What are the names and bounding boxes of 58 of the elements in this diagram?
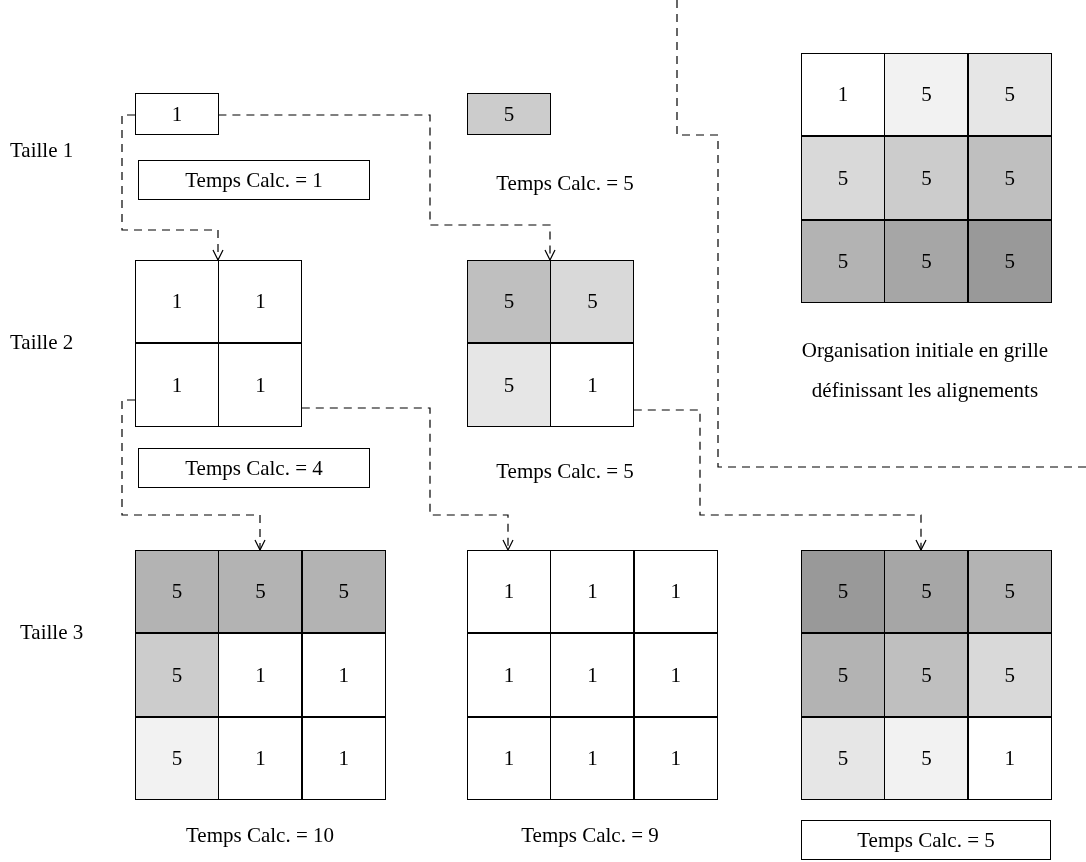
- number-cell: 5: [801, 716, 885, 801]
- grid: [801, 550, 1052, 801]
- number-cell: 1: [550, 716, 635, 801]
- number-cell: 5: [884, 219, 969, 304]
- number-cell: 5: [467, 343, 551, 427]
- result-box: Temps Calc. = 4: [138, 448, 370, 488]
- number-cell: 5: [135, 716, 219, 801]
- arrow: [217, 114, 556, 261]
- number-cell: 5: [884, 53, 969, 137]
- number-cell: 5: [884, 716, 969, 801]
- arrow: [633, 409, 927, 551]
- number-cell: 5: [467, 260, 551, 344]
- time-label: Temps Calc. = 5: [495, 458, 635, 485]
- number-cell: 5: [550, 260, 635, 344]
- arrow: [301, 407, 514, 551]
- number-cell: 5: [801, 219, 885, 304]
- number-cell: 1: [301, 716, 386, 801]
- number-cell: 5: [801, 550, 885, 634]
- time-label: Temps Calc. = 10: [185, 822, 335, 849]
- number-cell: 1: [218, 633, 303, 717]
- grid: [467, 260, 634, 427]
- time-label: Temps Calc. = 5: [495, 170, 635, 197]
- number-cell: 5: [301, 550, 386, 634]
- number-cell: 5: [884, 633, 969, 717]
- number-cell: 1: [301, 633, 386, 717]
- number-cell: 5: [967, 550, 1052, 634]
- number-cell: 5: [135, 550, 219, 634]
- grid: [801, 53, 1052, 304]
- number-cell: 5: [967, 136, 1052, 220]
- number-cell: 5: [467, 93, 551, 135]
- number-cell: 1: [633, 633, 718, 717]
- number-cell: 1: [550, 550, 635, 634]
- number-cell: 5: [967, 219, 1052, 304]
- number-cell: 5: [801, 136, 885, 220]
- result-box: Temps Calc. = 1: [138, 160, 370, 200]
- number-cell: 5: [884, 136, 969, 220]
- number-cell: 1: [633, 716, 718, 801]
- row-label: Taille 3: [20, 620, 84, 645]
- row-label: Taille 2: [10, 330, 74, 355]
- number-cell: 1: [550, 633, 635, 717]
- number-cell: 5: [218, 550, 303, 634]
- number-cell: 5: [884, 550, 969, 634]
- grid: [135, 550, 386, 801]
- arrow: [121, 114, 224, 261]
- number-cell: 5: [967, 53, 1052, 137]
- result-box: Temps Calc. = 5: [801, 820, 1051, 860]
- description-text: Organisation initiale en grille définissant les alignements: [800, 337, 1050, 404]
- number-cell: 1: [633, 550, 718, 634]
- arrow: [121, 399, 266, 551]
- number-cell: 5: [801, 633, 885, 717]
- number-cell: 1: [967, 716, 1052, 801]
- row-label: Taille 1: [10, 138, 74, 163]
- grid: [467, 550, 718, 801]
- time-label: Temps Calc. = 9: [520, 822, 660, 849]
- number-cell: 5: [135, 633, 219, 717]
- number-cell: 5: [967, 633, 1052, 717]
- number-cell: 1: [467, 633, 551, 717]
- number-cell: 1: [218, 716, 303, 801]
